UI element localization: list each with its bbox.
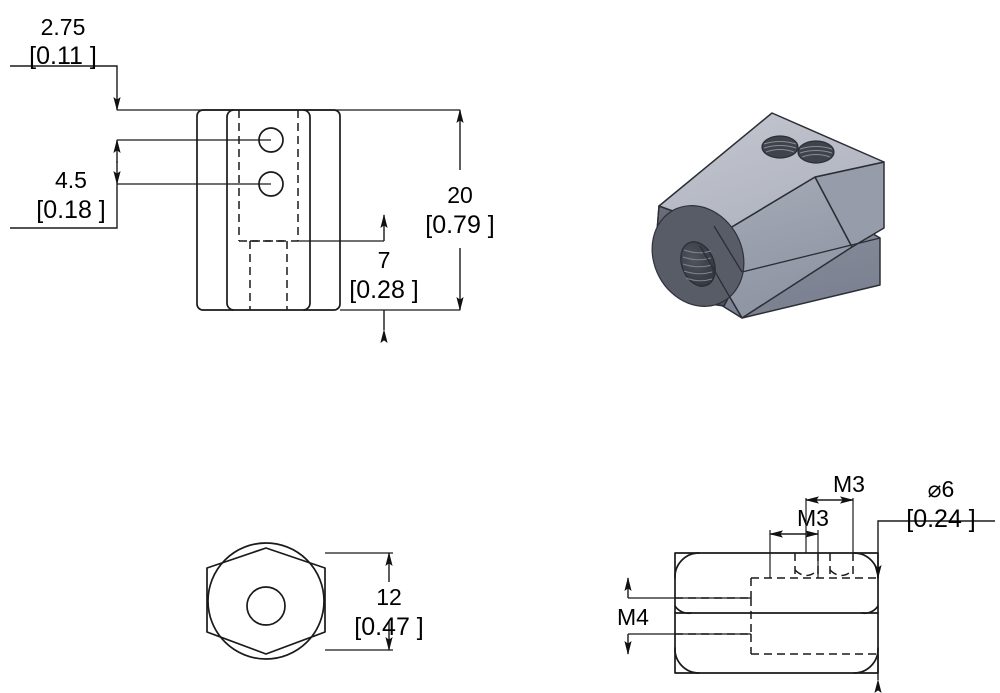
front-body-outline bbox=[196, 109, 341, 311]
dim-7-alt: [0.28 ] bbox=[349, 276, 419, 304]
front-flat-edge-left bbox=[226, 109, 234, 311]
dim-2-75-value: 2.75 bbox=[41, 14, 86, 40]
dim-12-alt: [0.47 ] bbox=[354, 613, 424, 641]
hex-chamfer-circle bbox=[207, 542, 325, 660]
isometric-3d-view bbox=[651, 112, 885, 319]
dim-4-5-value: 4.5 bbox=[55, 167, 87, 193]
section-m3b-bottom bbox=[829, 569, 854, 577]
dimension-m4-group bbox=[624, 577, 751, 655]
section-corner-br bbox=[853, 647, 879, 674]
dim-m3-right-value: M3 bbox=[833, 471, 865, 497]
section-corner-tl bbox=[674, 552, 700, 579]
dim-4-5-leader bbox=[10, 184, 118, 229]
section-corner-bl bbox=[674, 647, 700, 674]
side-section-view bbox=[674, 552, 879, 674]
dimension-2-75-group bbox=[10, 65, 460, 111]
dim-m3-left-value: M3 bbox=[797, 505, 829, 531]
dimension-12-group bbox=[325, 552, 393, 651]
dimension-m3-right-group bbox=[805, 496, 854, 553]
dim-dia6-alt: [0.24 ] bbox=[906, 505, 976, 533]
dim-20-alt: [0.79 ] bbox=[425, 211, 495, 239]
dim-m4-value: M4 bbox=[617, 604, 649, 630]
iso-top-hole-1 bbox=[761, 135, 799, 159]
dimension-4-5-group bbox=[10, 139, 271, 229]
iso-edge-highlights bbox=[699, 225, 881, 319]
dim-20-value: 20 bbox=[447, 182, 473, 208]
dimension-20-group bbox=[340, 109, 464, 311]
dim-4-5-alt: [0.18 ] bbox=[36, 196, 106, 224]
section-mid-left-curve bbox=[674, 605, 692, 615]
dim-dia6-leader bbox=[877, 520, 995, 545]
hex-outline bbox=[206, 547, 326, 655]
dim-dia6-value: ⌀6 bbox=[928, 476, 955, 502]
iso-end-bore bbox=[680, 241, 716, 287]
dim-2-75-alt: [0.11 ] bbox=[29, 42, 97, 70]
front-flat-edge-right bbox=[303, 109, 311, 311]
hex-center-bore bbox=[246, 586, 286, 626]
dimension-m3-left-group bbox=[769, 530, 819, 578]
dimension-7-group bbox=[298, 214, 388, 343]
iso-end-bore-threads bbox=[682, 249, 713, 282]
dim-12-value: 12 bbox=[376, 584, 402, 610]
front-hidden-lines bbox=[238, 110, 299, 310]
end-view-hex bbox=[206, 542, 326, 660]
dimension-diameter-6-group bbox=[874, 520, 995, 693]
dim-7-value: 7 bbox=[378, 247, 391, 273]
section-mid-right-curve bbox=[861, 605, 879, 615]
dim-2-75-leader bbox=[10, 65, 118, 84]
section-m3a-bottom bbox=[794, 569, 819, 577]
iso-top-hole-2 bbox=[797, 140, 835, 164]
